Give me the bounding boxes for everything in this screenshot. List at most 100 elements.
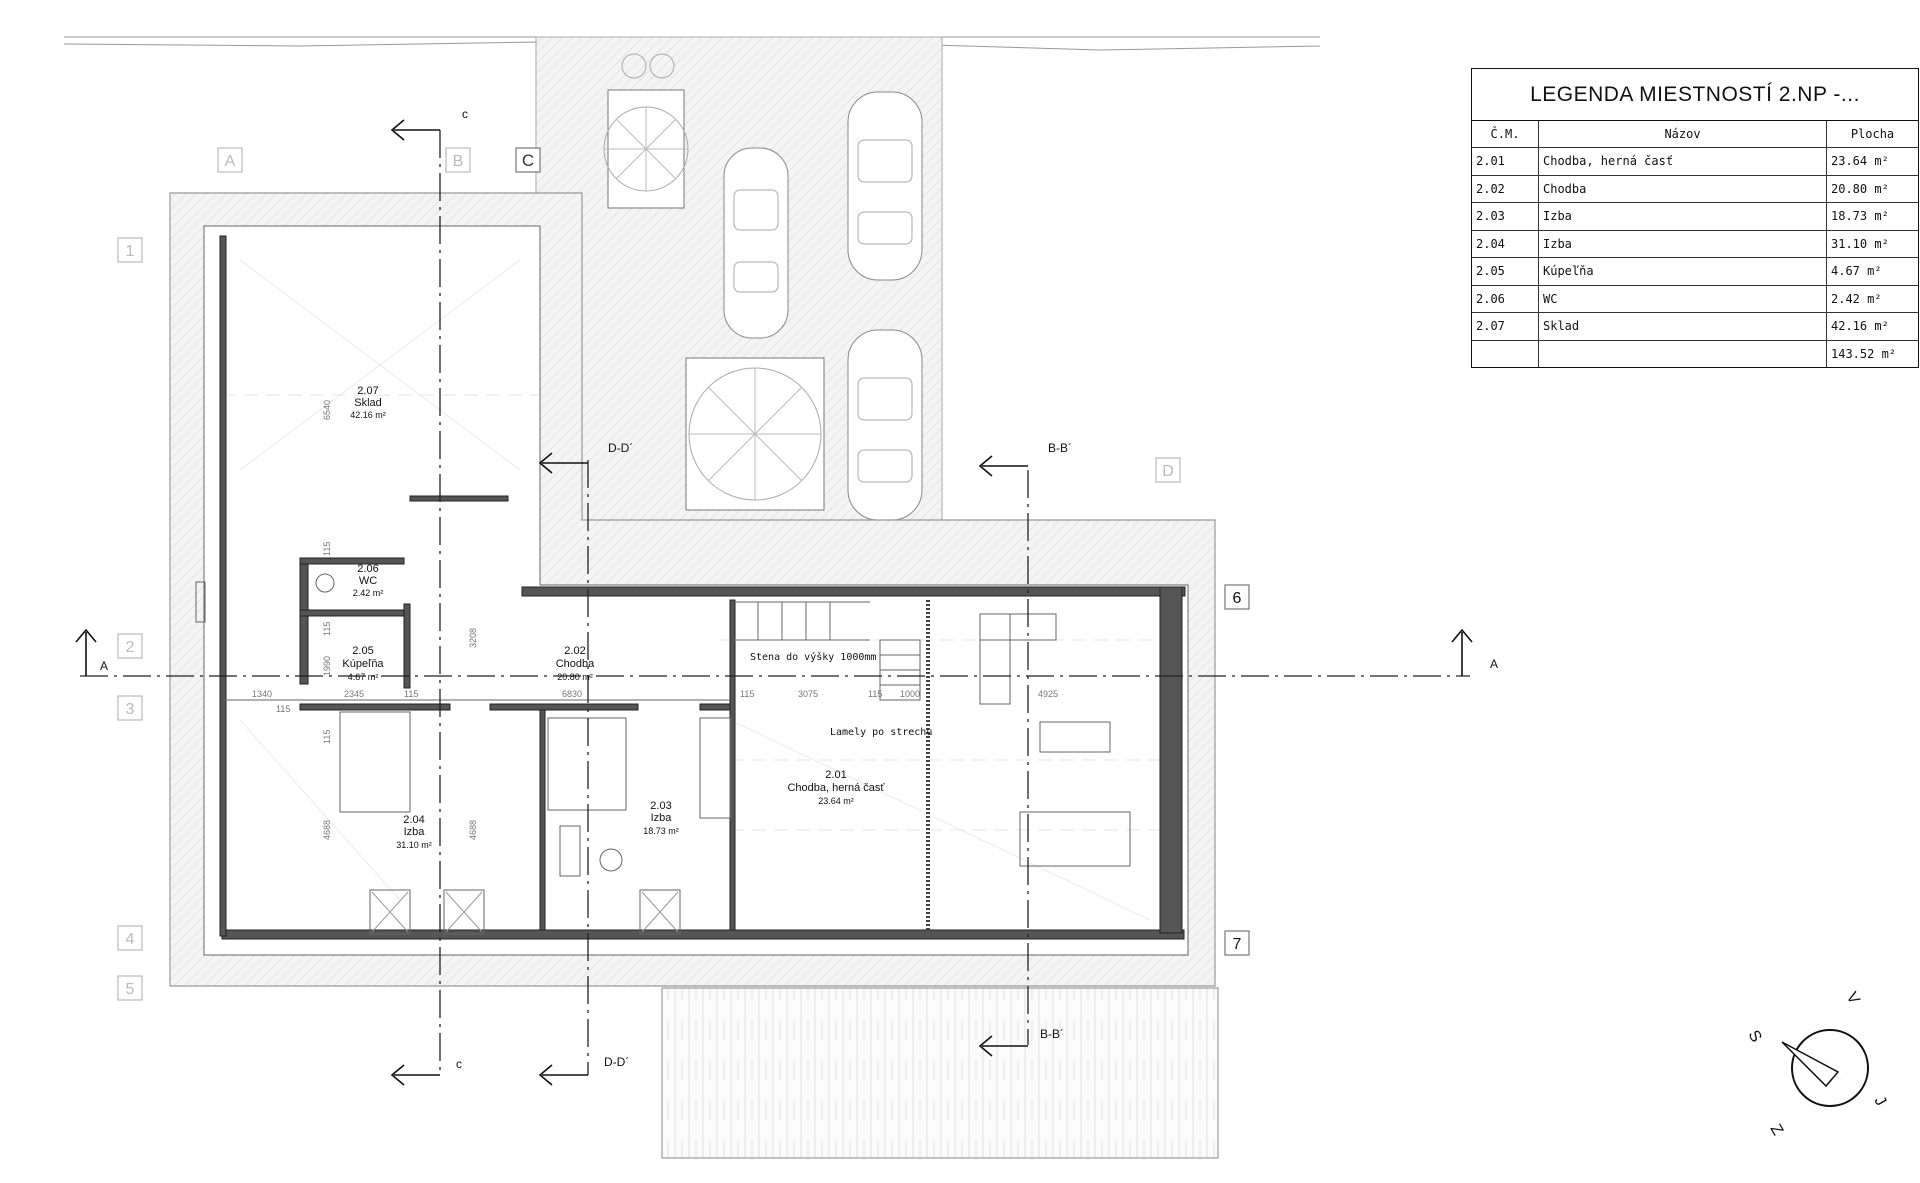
room-name: Kúpeľňa [342, 658, 384, 670]
dimension: 115 [404, 689, 418, 699]
cell-id: 2.03 [1472, 202, 1539, 231]
section-marker-a-left [75, 628, 97, 676]
cell-id: 2.02 [1472, 175, 1539, 203]
dimension: 2345 [344, 689, 364, 699]
garage-area [535, 36, 943, 523]
legend-header-area: Plocha [1826, 121, 1918, 148]
compass-label-z: Z [1767, 1122, 1787, 1139]
cell-id: 2.04 [1472, 230, 1539, 258]
room-id: 2.07 [357, 385, 378, 397]
section-label-b-top: B-B´ [1048, 441, 1072, 455]
walls [219, 235, 1186, 940]
cell-name: Sklad [1538, 312, 1827, 341]
room-name: Izba [404, 826, 426, 838]
grid-label-7: 7 [1233, 936, 1242, 953]
car-icon [847, 91, 923, 281]
section-marker-b-top [978, 455, 1028, 477]
room-label-2.05: 2.05 Kúpeľňa 4.67 m² [342, 645, 384, 682]
cell-area: 20.80 m² [1826, 175, 1918, 203]
car-icon [847, 329, 923, 521]
dimension: 6540 [322, 400, 332, 420]
section-marker-c-top [390, 119, 440, 141]
cell-name: Chodba [1538, 175, 1827, 203]
section-lines [80, 130, 1470, 1075]
dimension: 115 [322, 730, 332, 744]
dimension: 6830 [562, 689, 582, 699]
room-name: Izba [651, 812, 673, 824]
cell-name: Chodba, herná časť [1538, 147, 1827, 176]
dimension: 3075 [798, 689, 818, 699]
room-label-2.01: 2.01 Chodba, herná časť 23.64 m² [787, 769, 885, 806]
compass-label-j: J [1871, 1094, 1890, 1109]
room-label-2.02: 2.02 Chodba 20.80 m² [556, 645, 595, 682]
dimension-labels: 6540 115 115 1990 3208 4688 4688 1340 23… [252, 400, 1058, 840]
car-icon [723, 147, 789, 339]
cell-area: 31.10 m² [1826, 230, 1918, 258]
section-label-a-right: A [1490, 657, 1498, 671]
dimension: 115 [276, 704, 290, 714]
room-id: 2.03 [650, 800, 671, 812]
grid-label-6: 6 [1233, 590, 1242, 607]
grid-label-4: 4 [126, 931, 135, 948]
section-marker-a-right [1451, 628, 1473, 676]
dimension: 115 [740, 689, 754, 699]
grid-label-b: B [453, 153, 464, 170]
cell-area: 23.64 m² [1826, 147, 1918, 176]
section-marker-d-top [538, 452, 588, 474]
dimension: 4688 [322, 820, 332, 840]
section-marker-d-bottom [538, 1064, 588, 1086]
room-id: 2.01 [825, 769, 846, 781]
dimension: 1990 [322, 656, 332, 676]
room-id: 2.02 [564, 645, 585, 657]
cell-area: 2.42 m² [1826, 285, 1918, 313]
room-label-2.07: 2.07 Sklad 42.16 m² [350, 385, 386, 420]
dimension: 1340 [252, 689, 272, 699]
dimension: 115 [868, 689, 882, 699]
legend-header-name: Názov [1538, 121, 1827, 148]
room-label-2.03: 2.03 Izba 18.73 m² [643, 800, 679, 836]
grid-label-c: C [522, 151, 534, 170]
room-id: 2.05 [352, 645, 373, 657]
section-label-d-top: D-D´ [608, 441, 633, 455]
grid-label-d: D [1162, 463, 1174, 480]
dimension: 4925 [1038, 689, 1058, 699]
cell-id: 2.05 [1472, 257, 1539, 286]
cell-id: 2.06 [1472, 285, 1539, 313]
cell-area: 4.67 m² [1826, 257, 1918, 286]
room-legend: LEGENDA MIESTNOSTÍ 2.NP -... Č.M. Názov … [1471, 68, 1919, 368]
room-area: 2.42 m² [353, 588, 384, 598]
section-label-c-top: c [462, 107, 468, 121]
legend-header-id: Č.M. [1472, 121, 1539, 148]
cell-name: Kúpeľňa [1538, 257, 1827, 286]
cell-name: WC [1538, 285, 1827, 313]
room-area: 4.67 m² [348, 672, 379, 682]
dimension: 115 [322, 622, 332, 636]
room-label-2.04: 2.04 Izba 31.10 m² [396, 814, 432, 850]
section-marker-c-bottom [390, 1064, 440, 1086]
compass-icon [1781, 1029, 1869, 1107]
grid-label-5: 5 [126, 981, 135, 998]
interior-lines [195, 226, 1131, 935]
grid-label-1: 1 [126, 243, 135, 260]
room-name: Chodba, herná časť [787, 782, 885, 794]
section-label-b-bottom: B-B´ [1040, 1027, 1064, 1041]
section-marker-b-bottom [978, 1035, 1028, 1057]
cell-name: Izba [1538, 230, 1827, 258]
room-name: Sklad [354, 397, 382, 409]
cell-id: 2.01 [1472, 147, 1539, 176]
room-label-2.06: 2.06 WC 2.42 m² [353, 563, 384, 598]
legend-total: 143.52 m² [1831, 346, 1897, 361]
dimension: 115 [322, 542, 332, 556]
note-lamely: Lamely po strechu [830, 727, 932, 738]
compass-label-s: S [1745, 1028, 1765, 1046]
section-label-c-bottom: c [456, 1057, 462, 1071]
floor-interior [222, 240, 1182, 940]
cell-id: 2.07 [1472, 312, 1539, 341]
